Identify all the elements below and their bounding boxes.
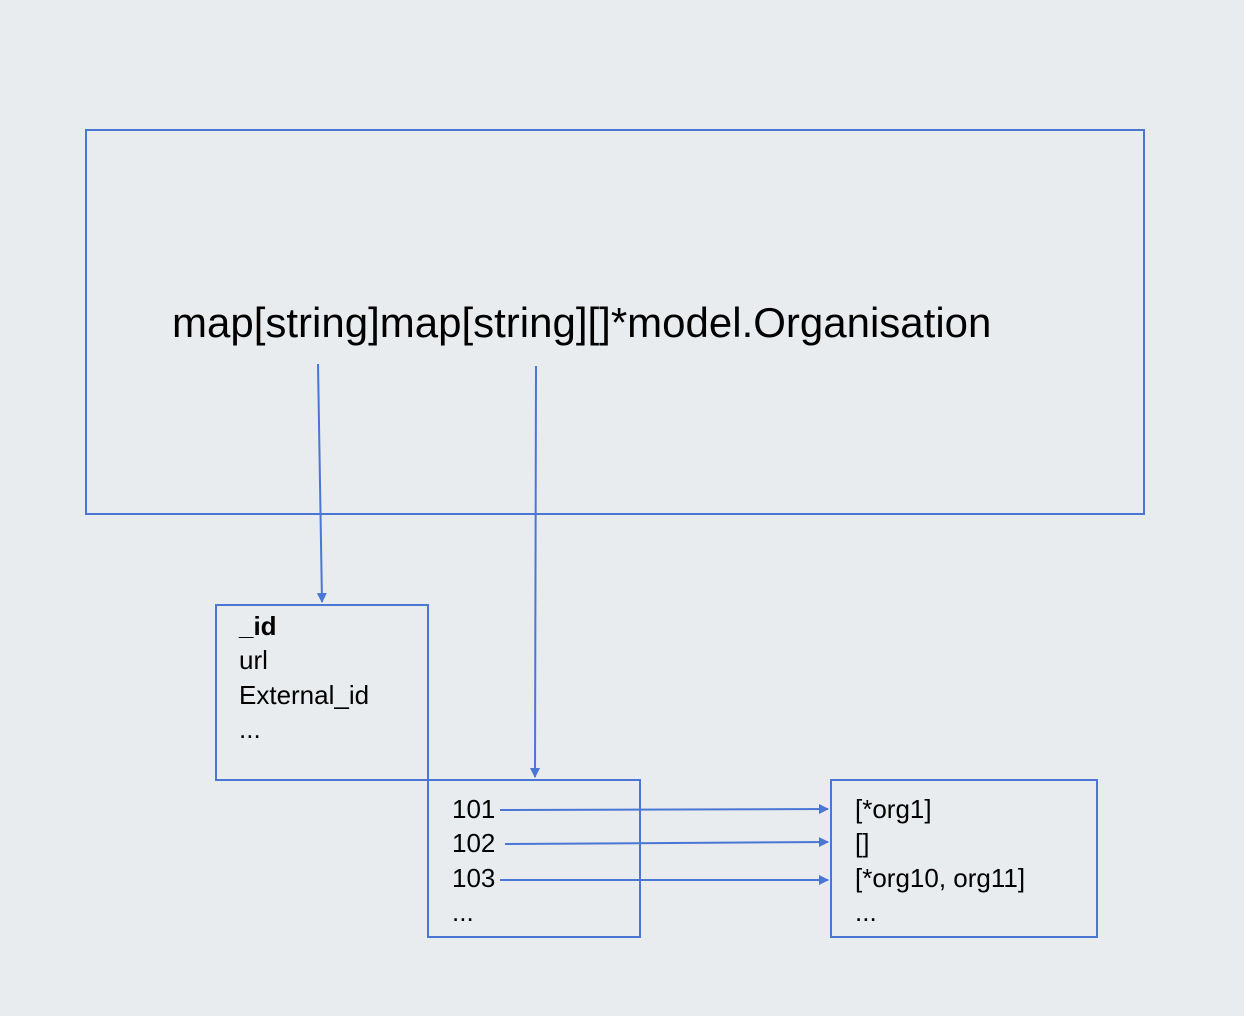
id-row-101: 101 <box>452 794 496 824</box>
key-field-url: url <box>239 645 268 675</box>
type-expression-box <box>85 129 1145 515</box>
org-value-1: [*org1] <box>855 794 932 824</box>
org-value-ellipsis: ... <box>855 897 877 927</box>
key-field-id: _id <box>239 611 277 641</box>
key-field-external-id: External_id <box>239 680 370 710</box>
key-field-ellipsis: ... <box>239 714 261 744</box>
organisations-box <box>830 779 1098 938</box>
ids-box <box>427 779 641 938</box>
type-expression-label: map[string]map[string][]*model.Organisat… <box>172 299 992 346</box>
key-fields-box <box>215 604 429 781</box>
org-value-3: [*org10, org11] <box>855 863 1026 893</box>
id-row-ellipsis: ... <box>452 897 474 927</box>
id-row-103: 103 <box>452 863 496 893</box>
id-row-102: 102 <box>452 828 496 858</box>
org-value-2: [] <box>855 828 870 858</box>
